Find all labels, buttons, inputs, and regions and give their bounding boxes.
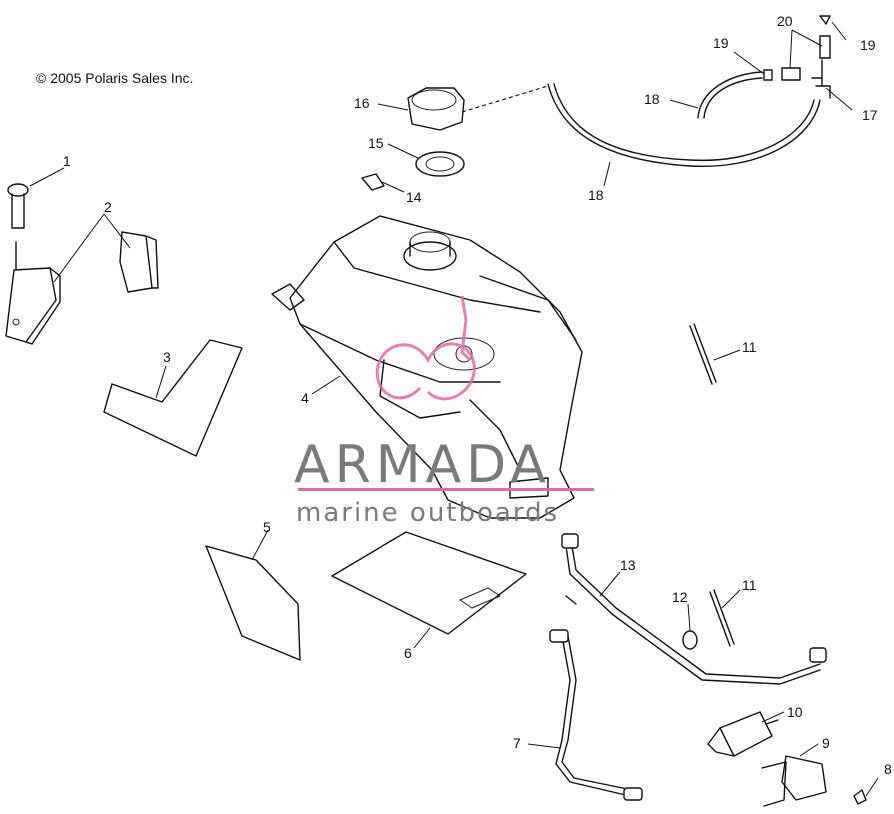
- part-2-brackets: [5, 231, 159, 345]
- callout-19-left: 19: [713, 35, 729, 51]
- callout-5: 5: [263, 519, 271, 535]
- leader-lines: [29, 21, 879, 797]
- part-14-clip: [361, 173, 385, 191]
- part-9-filter-bracket: [761, 755, 827, 807]
- part-12-grommet: [682, 630, 698, 650]
- part-1-bolt: [7, 183, 29, 291]
- callout-4: 4: [301, 390, 309, 406]
- part-10-fuel-filter: [707, 711, 779, 757]
- callout-14: 14: [406, 189, 422, 205]
- callout-18-lower: 18: [588, 187, 604, 203]
- watermark: ARMADA marine outboards: [294, 295, 594, 528]
- callout-7: 7: [513, 735, 521, 751]
- callout-13: 13: [620, 557, 636, 573]
- part-6-mat: [331, 531, 527, 635]
- callout-17: 17: [862, 107, 878, 123]
- part-17-tee: [815, 85, 831, 99]
- watermark-tagline: marine outboards: [296, 498, 559, 528]
- part-15-gasket: [415, 151, 465, 177]
- part-16-fuel-cap: [407, 85, 549, 131]
- part-19-clips: [763, 15, 831, 81]
- callout-6: 6: [404, 645, 412, 661]
- callout-11-upper: 11: [742, 339, 757, 355]
- callout-2: 2: [104, 199, 112, 215]
- callout-18-upper: 18: [644, 91, 660, 107]
- watermark-accent-bar: [298, 488, 594, 491]
- part-13-fuel-line: [561, 533, 827, 685]
- callout-9: 9: [822, 735, 830, 751]
- callout-20: 20: [777, 13, 793, 29]
- part-8-clip: [853, 789, 867, 805]
- callout-15: 15: [368, 135, 384, 151]
- part-7-fuel-line: [549, 629, 643, 801]
- part-5-panel: [205, 545, 301, 661]
- callout-labels: 1 2 3 4 5 6 7 8 9 10 11 11 12 13 14 15 1…: [63, 13, 892, 777]
- part-18-vent-hose: [547, 71, 821, 168]
- part-20-connectors: [781, 35, 831, 87]
- callout-1: 1: [63, 153, 71, 169]
- part-11-rods: [689, 323, 735, 647]
- part-3-pad: [103, 339, 243, 457]
- copyright-text: © 2005 Polaris Sales Inc.: [36, 70, 193, 86]
- watermark-logo-mark: [375, 295, 476, 401]
- callout-10: 10: [787, 704, 803, 720]
- callout-16: 16: [354, 95, 370, 111]
- callout-12: 12: [672, 589, 688, 605]
- callout-11-lower: 11: [742, 577, 757, 593]
- watermark-brand: ARMADA: [294, 435, 551, 495]
- callout-19-right: 19: [860, 37, 876, 53]
- callout-3: 3: [163, 349, 171, 365]
- callout-8: 8: [884, 761, 892, 777]
